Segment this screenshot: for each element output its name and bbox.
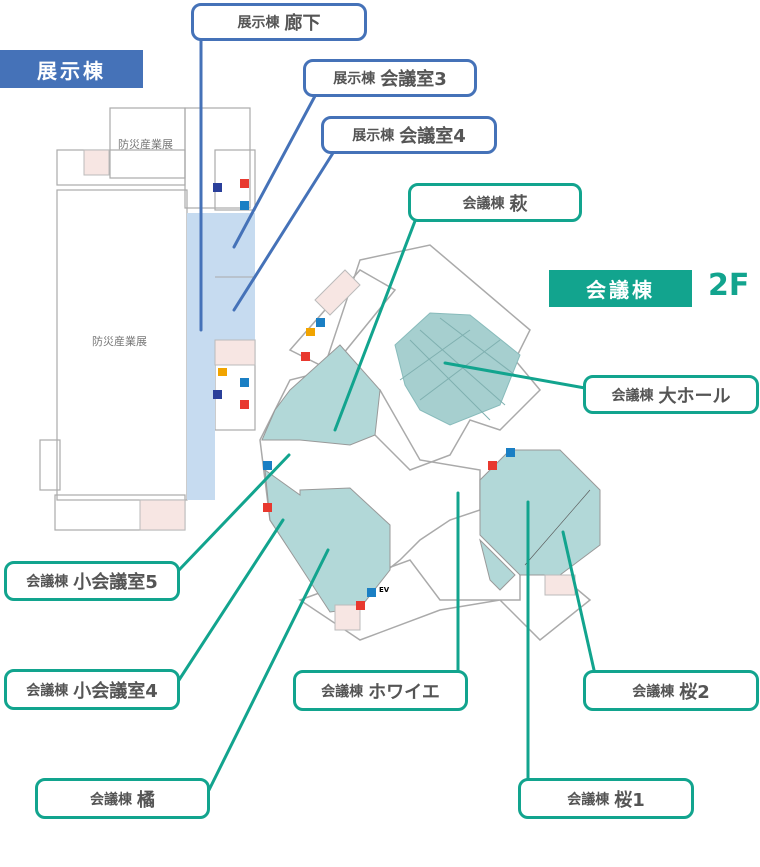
accessible-toilet-icon bbox=[213, 183, 222, 192]
exhibition-leader-lines bbox=[199, 38, 335, 332]
hagi-room-area bbox=[261, 344, 381, 446]
label-sakura2[interactable]: 会議棟桜2 bbox=[583, 670, 759, 711]
label-exhibition-room3[interactable]: 展示棟会議室3 bbox=[303, 59, 477, 97]
leader-line-room4 bbox=[232, 151, 335, 312]
label-grand-hall[interactable]: 会議棟大ホール bbox=[583, 375, 759, 414]
label-name: 小会議室5 bbox=[73, 572, 158, 593]
leader-line-hagi bbox=[333, 219, 417, 432]
label-prefix: 展示棟 bbox=[333, 71, 376, 87]
men-toilet-icon bbox=[240, 201, 249, 210]
exhibition-building-header: 展示棟 bbox=[0, 50, 143, 88]
label-prefix: 会議棟 bbox=[321, 683, 364, 700]
women-toilet-icon bbox=[301, 352, 310, 361]
women-toilet-icon bbox=[263, 503, 272, 512]
label-name: 会議室4 bbox=[399, 126, 466, 147]
nursing-room-icon bbox=[218, 368, 227, 376]
women-toilet-icon bbox=[488, 461, 497, 470]
leader-line-small4 bbox=[177, 518, 285, 682]
label-name: 桜1 bbox=[614, 789, 645, 811]
label-exhibition-room4[interactable]: 展示棟会議室4 bbox=[321, 116, 497, 154]
label-prefix: 会議棟 bbox=[462, 195, 505, 212]
conference-building-header: 会議棟 bbox=[549, 270, 692, 307]
label-name: 大ホール bbox=[658, 385, 731, 407]
label-prefix: 展示棟 bbox=[352, 128, 395, 144]
women-toilet-icon bbox=[356, 601, 365, 610]
label-small-conference-4[interactable]: 会議棟小会議室4 bbox=[4, 669, 180, 710]
men-toilet-icon bbox=[263, 461, 272, 470]
women-toilet-icon bbox=[240, 179, 249, 188]
label-prefix: 会議棟 bbox=[26, 682, 69, 699]
label-prefix: 会議棟 bbox=[26, 574, 69, 590]
label-prefix: 会議棟 bbox=[567, 791, 610, 808]
leader-line-grand-hall bbox=[443, 361, 587, 390]
label-name: 萩 bbox=[509, 193, 528, 215]
men-toilet-icon bbox=[506, 448, 515, 457]
women-toilet-icon bbox=[240, 400, 249, 409]
accessible-toilet-icon bbox=[213, 390, 222, 399]
label-prefix: 会議棟 bbox=[611, 387, 654, 404]
label-name: ホワイエ bbox=[368, 681, 440, 703]
sakura-room-area bbox=[479, 449, 601, 576]
label-sakura1[interactable]: 会議棟桜1 bbox=[518, 778, 694, 819]
grand-hall-area bbox=[394, 312, 521, 426]
label-name: 桜2 bbox=[679, 681, 710, 703]
label-prefix: 会議棟 bbox=[90, 791, 132, 808]
label-prefix: 会議棟 bbox=[632, 683, 675, 700]
conference-leader-lines bbox=[177, 219, 596, 792]
leader-line-sakura2 bbox=[561, 530, 596, 672]
elevator-label: EV bbox=[379, 586, 390, 594]
room-name: 防災産業展 bbox=[118, 138, 173, 151]
leader-line-room3 bbox=[232, 94, 317, 249]
men-toilet-icon bbox=[240, 378, 249, 387]
leader-line-small5 bbox=[177, 453, 291, 572]
label-tachibana[interactable]: 会議棟橘 bbox=[35, 778, 210, 819]
leader-line-tachibana bbox=[207, 548, 330, 792]
men-toilet-icon bbox=[316, 318, 325, 327]
floor-label: 2F bbox=[708, 268, 750, 303]
nursing-room-icon bbox=[306, 328, 315, 336]
label-name: 小会議室4 bbox=[73, 680, 158, 702]
label-name: 廊下 bbox=[284, 13, 321, 34]
label-prefix: 展示棟 bbox=[237, 15, 280, 31]
room-name: 防災産業展 bbox=[92, 335, 147, 348]
label-foyer[interactable]: 会議棟ホワイエ bbox=[293, 670, 468, 711]
men-toilet-icon bbox=[367, 588, 376, 597]
label-hagi[interactable]: 会議棟萩 bbox=[408, 183, 582, 222]
label-name: 会議室3 bbox=[380, 69, 447, 90]
toilet-icons bbox=[213, 179, 515, 610]
label-exhibition-corridor[interactable]: 展示棟廊下 bbox=[191, 3, 367, 41]
label-small-conference-5[interactable]: 会議棟小会議室5 bbox=[4, 561, 180, 601]
label-name: 橘 bbox=[137, 789, 155, 811]
small-conference-4-5-area bbox=[264, 468, 391, 613]
